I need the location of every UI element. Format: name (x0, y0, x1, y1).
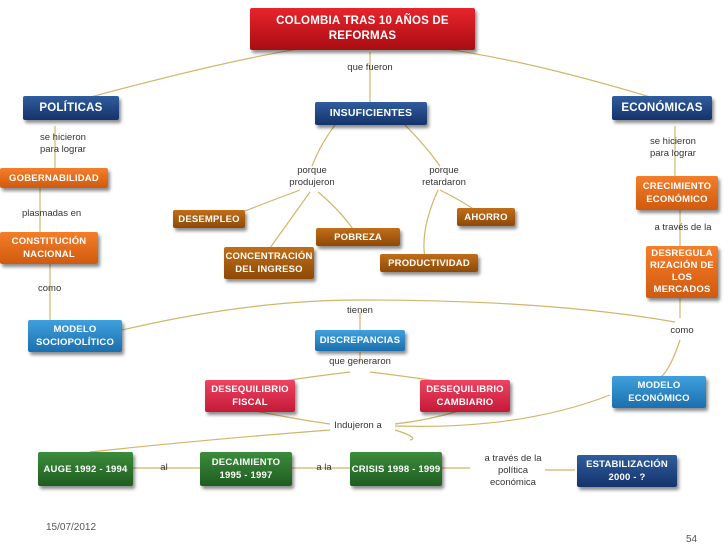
label-como-der: como (670, 325, 694, 336)
label-tienen: tienen (347, 305, 373, 316)
node-auge: AUGE 1992 - 1994 (38, 452, 133, 486)
label-se-hicieron-izq: se hicieron para lograr (40, 132, 86, 155)
node-constitucion: CONSTITUCIÓN NACIONAL (0, 232, 98, 264)
footer-page-number: 54 (686, 534, 698, 545)
label-al: al (160, 462, 168, 473)
label-se-hicieron-der: se hicieron para lograr (650, 136, 696, 159)
node-modelo-economico: MODELO ECONÓMICO (612, 376, 706, 408)
label-porque-retardaron: porque retardaron (422, 165, 466, 188)
node-estabilizacion: ESTABILIZACIÓN 2000 - ? (577, 455, 677, 487)
node-concentracion: CONCENTRACIÓN DEL INGRESO (224, 247, 314, 279)
label-a-traves-politica: a través de la política económica (484, 453, 542, 488)
node-productividad: PRODUCTIVIDAD (380, 254, 478, 272)
label-que-fueron: que fueron (347, 62, 393, 73)
label-que-generaron: que generaron (329, 356, 391, 367)
node-decaimiento: DECAIMIENTO 1995 - 1997 (200, 452, 292, 486)
label-a-la: a la (316, 462, 332, 473)
node-insuficientes: INSUFICIENTES (315, 102, 427, 125)
node-desregulacion: DESREGULA RIZACIÓN DE LOS MERCADOS (646, 246, 718, 298)
node-economicas: ECONÓMICAS (612, 96, 712, 120)
node-desempleo: DESEMPLEO (173, 210, 245, 228)
node-pobreza: POBREZA (316, 228, 400, 246)
node-crecimiento: CRECIMIENTO ECONÓMICO (636, 176, 718, 210)
node-discrepancias: DISCREPANCIAS (315, 330, 405, 351)
node-ahorro: AHORRO (457, 208, 515, 226)
node-modelo-sociopolitico: MODELO SOCIOPOLÍTICO (28, 320, 122, 352)
footer-date: 15/07/2012 (46, 522, 97, 533)
node-title: COLOMBIA TRAS 10 AÑOS DE REFORMAS (250, 8, 475, 50)
label-indujeron-a: Indujeron a (334, 420, 382, 431)
node-politicas: POLÍTICAS (23, 96, 119, 120)
label-como-izq: como (38, 283, 62, 294)
node-gobernabilidad: GOBERNABILIDAD (0, 168, 108, 188)
label-porque-produjeron: porque produjeron (289, 165, 335, 188)
node-desequilibrio-fiscal: DESEQUILIBRIO FISCAL (205, 380, 295, 412)
label-plasmadas-en: plasmadas en (22, 208, 82, 219)
node-desequilibrio-cambiario: DESEQUILIBRIO CAMBIARIO (420, 380, 510, 412)
node-crisis: CRISIS 1998 - 1999 (350, 452, 442, 486)
label-a-traves-de-la: a través de la (654, 222, 712, 233)
